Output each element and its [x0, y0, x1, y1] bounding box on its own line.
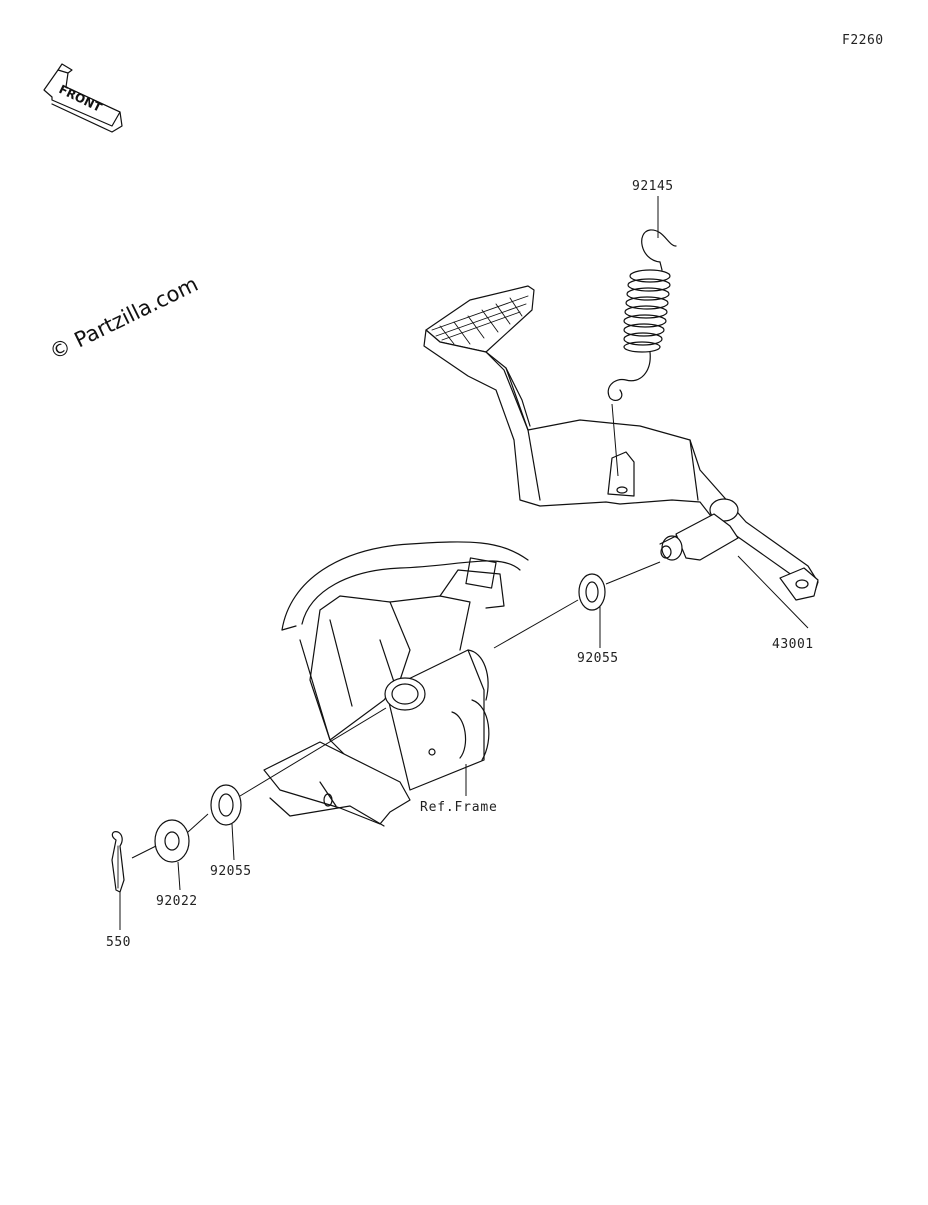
frame-reference	[263, 541, 529, 827]
watermark: © Partzilla.com	[46, 272, 202, 365]
plain-washer	[154, 819, 190, 863]
leader-lines	[119, 196, 809, 930]
washer-upper	[578, 573, 606, 611]
part-number-92145[interactable]: 92145	[632, 179, 674, 194]
part-number-92055-lower[interactable]: 92055	[210, 864, 252, 879]
part-number-92022[interactable]: 92022	[156, 894, 198, 909]
part-number-43001[interactable]: 43001	[772, 637, 814, 652]
part-number-92055-upper[interactable]: 92055	[577, 651, 619, 666]
reference-frame-label: Ref.Frame	[420, 800, 498, 815]
cotter-pin	[111, 831, 125, 893]
return-spring	[607, 229, 677, 402]
brake-pedal	[423, 285, 819, 601]
washer-lower	[210, 784, 242, 826]
figure-code: F2260	[842, 33, 884, 48]
part-number-550[interactable]: 550	[106, 935, 131, 950]
front-arrow-icon: FRONT	[43, 63, 123, 133]
assembly-lines	[131, 403, 661, 859]
